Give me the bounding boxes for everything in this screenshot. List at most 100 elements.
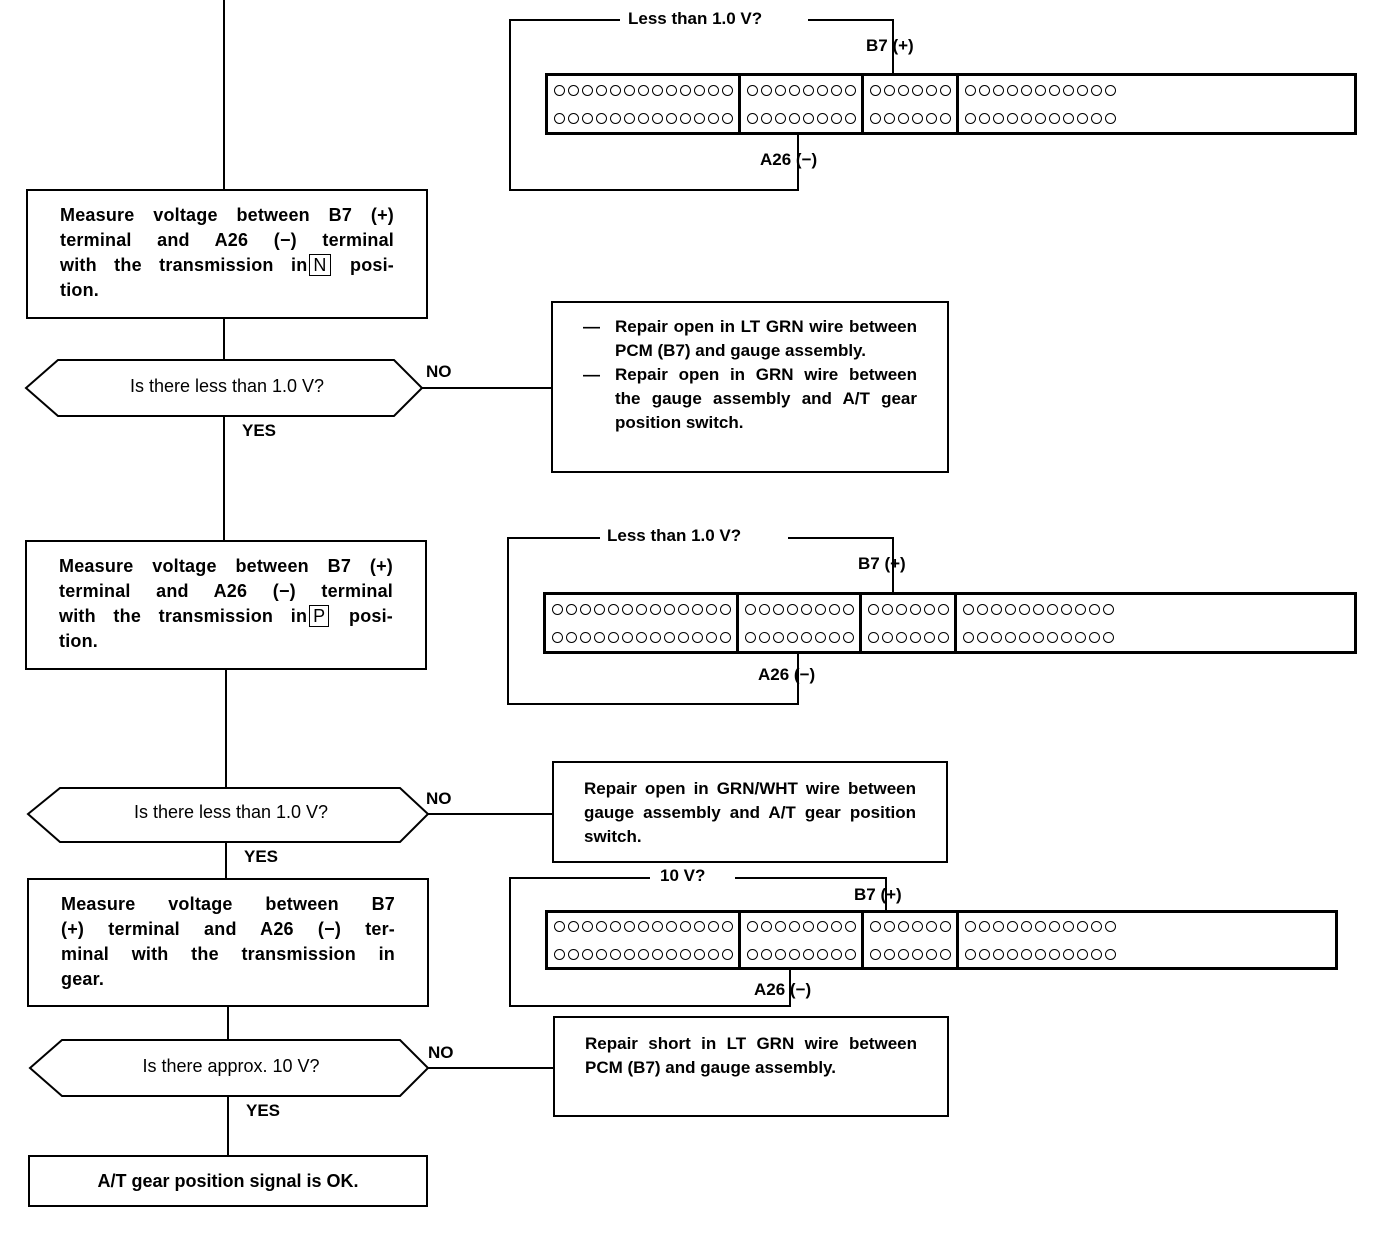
connector-3-segment-2 <box>741 913 864 967</box>
terminal-pin <box>788 85 800 96</box>
terminal-pin <box>939 85 951 96</box>
terminal-pin <box>758 604 770 615</box>
terminal-pin <box>760 85 772 96</box>
connector-2-plus-label: B7 (+) <box>858 554 906 573</box>
terminal-pin <box>1090 113 1102 124</box>
terminal-pin <box>990 604 1002 615</box>
terminal-pin <box>830 113 842 124</box>
terminal-pin <box>844 949 856 960</box>
decision-3-no: NO <box>428 1043 454 1062</box>
terminal-pin <box>1004 632 1016 643</box>
terminal-pin <box>802 113 814 124</box>
terminal-pin <box>786 604 798 615</box>
terminal-pin <box>663 604 675 615</box>
terminal-pin <box>637 949 649 960</box>
terminal-pin <box>621 604 633 615</box>
terminal-pin <box>1006 949 1018 960</box>
terminal-pin <box>651 113 663 124</box>
terminal-pin <box>760 921 772 932</box>
step-3-line-1: Measure voltage between B7 <box>61 894 395 914</box>
terminal-pin <box>721 921 733 932</box>
terminal-pin <box>911 113 923 124</box>
step-3-line-3: minal with the transmission in <box>61 944 395 964</box>
terminal-pin <box>651 949 663 960</box>
terminal-pin <box>1004 604 1016 615</box>
terminal-pin <box>707 949 719 960</box>
terminal-pin <box>1090 921 1102 932</box>
terminal-pin <box>1034 113 1046 124</box>
terminal-pin <box>609 921 621 932</box>
terminal-pin <box>867 632 879 643</box>
terminal-pin <box>707 921 719 932</box>
terminal-pin <box>679 921 691 932</box>
pin-row <box>743 595 855 623</box>
terminal-pin <box>1060 632 1072 643</box>
pin-row <box>745 912 857 940</box>
terminal-pin <box>774 949 786 960</box>
terminal-pin <box>746 113 758 124</box>
terminal-pin <box>1048 85 1060 96</box>
terminal-pin <box>897 113 909 124</box>
terminal-pin <box>1102 632 1114 643</box>
terminal-pin <box>939 921 951 932</box>
terminal-pin <box>925 949 937 960</box>
terminal-pin <box>800 604 812 615</box>
terminal-pin <box>844 113 856 124</box>
terminal-pin <box>1020 113 1032 124</box>
terminal-pin <box>1104 85 1116 96</box>
terminal-pin <box>637 85 649 96</box>
connector-2 <box>543 592 1357 654</box>
terminal-pin <box>1046 604 1058 615</box>
connector-1-minus-label: A26 (−) <box>760 150 818 169</box>
terminal-pin <box>802 949 814 960</box>
decision-1-no: NO <box>426 362 452 381</box>
repair-3-text: Repair short in LT GRN wire between PCM … <box>585 1034 917 1077</box>
terminal-pin <box>772 632 784 643</box>
terminal-pin <box>772 604 784 615</box>
terminal-pin <box>1018 604 1030 615</box>
terminal-pin <box>774 921 786 932</box>
pin-row <box>552 912 734 940</box>
terminal-pin <box>581 949 593 960</box>
terminal-pin <box>816 85 828 96</box>
terminal-pin <box>553 85 565 96</box>
terminal-pin <box>883 949 895 960</box>
position-p-box: P <box>309 605 330 627</box>
terminal-pin <box>679 949 691 960</box>
step-2-line-4: tion. <box>59 631 98 651</box>
terminal-pin <box>830 85 842 96</box>
terminal-pin <box>693 921 705 932</box>
terminal-pin <box>609 949 621 960</box>
connector-2-segment-2 <box>739 595 862 651</box>
terminal-pin <box>651 85 663 96</box>
terminal-pin <box>623 85 635 96</box>
terminal-pin <box>607 632 619 643</box>
pin-row <box>745 76 857 104</box>
terminal-pin <box>923 604 935 615</box>
terminal-pin <box>842 604 854 615</box>
terminal-pin <box>1006 921 1018 932</box>
terminal-pin <box>814 632 826 643</box>
terminal-pin <box>911 949 923 960</box>
connector-3-minus-label: A26 (−) <box>754 980 812 999</box>
connector-1-segment-4 <box>959 76 1121 132</box>
terminal-pin <box>1060 604 1072 615</box>
step-1-line-1: Measure voltage between B7 (+) <box>60 205 394 225</box>
terminal-pin <box>939 113 951 124</box>
terminal-pin <box>869 113 881 124</box>
pin-row <box>550 623 732 651</box>
pin-row <box>550 595 732 623</box>
terminal-pin <box>719 604 731 615</box>
terminal-pin <box>663 632 675 643</box>
decision-3-yes: YES <box>246 1101 281 1120</box>
terminal-pin <box>923 632 935 643</box>
pin-row <box>745 940 857 968</box>
terminal-pin <box>1018 632 1030 643</box>
terminal-pin <box>623 921 635 932</box>
terminal-pin <box>719 632 731 643</box>
terminal-pin <box>1074 632 1086 643</box>
terminal-pin <box>1062 85 1074 96</box>
pin-row <box>963 912 1117 940</box>
terminal-pin <box>746 949 758 960</box>
